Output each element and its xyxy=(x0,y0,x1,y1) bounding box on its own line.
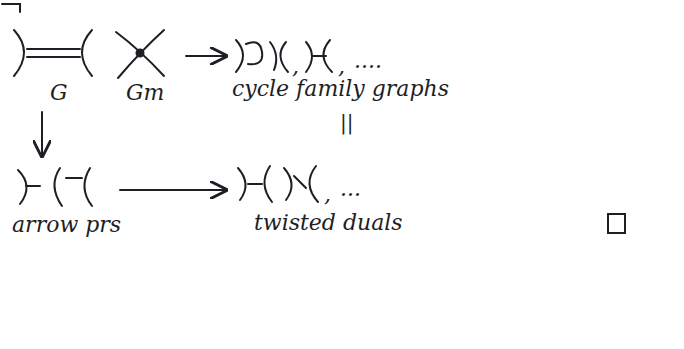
graph-gm-figure xyxy=(116,30,164,78)
qed-square xyxy=(608,214,625,233)
arrow xyxy=(120,189,226,191)
punctuation: , xyxy=(324,184,331,206)
ellipsis: .... xyxy=(354,50,382,72)
graph-g-figure xyxy=(14,30,92,76)
cycle-family-figure xyxy=(236,40,332,72)
equals-sign: || xyxy=(340,112,353,132)
caption-note: twisted duals xyxy=(254,212,403,234)
box-corner xyxy=(2,4,20,12)
caption-note: arrow prs xyxy=(12,214,121,236)
punctuation: , xyxy=(292,56,299,78)
punctuation: , xyxy=(338,56,345,78)
graph-name: G xyxy=(50,82,68,104)
twisted-dual-figure xyxy=(238,166,318,202)
arrow xyxy=(41,112,43,156)
caption-note: cycle family graphs xyxy=(232,78,449,100)
ellipsis: ... xyxy=(340,178,361,200)
arrow xyxy=(186,55,226,57)
arrow-pairs-figure xyxy=(18,168,92,206)
graph-name: Gm xyxy=(126,82,164,104)
